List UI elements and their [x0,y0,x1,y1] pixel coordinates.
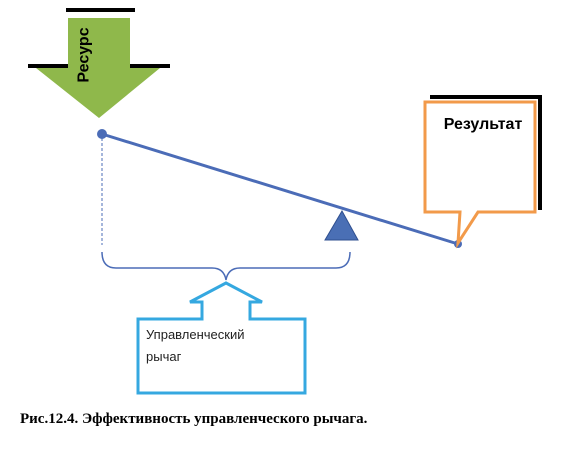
lever-callout [136,281,307,395]
resource-label-text: Ресурс [76,27,93,83]
fulcrum-triangle [324,209,359,241]
lever-resource-point [97,129,107,139]
figure-caption: Рис.12.4. Эффективность управленческого … [20,411,368,427]
lever-beam [101,132,459,246]
result-label: Результат [443,116,523,133]
lever-label: Управленческий рычаг [146,324,296,368]
lever-callout-box [136,281,307,395]
resource-arrow [28,8,170,118]
lever-label-line1: Управленческий [146,327,245,342]
resource-arrow-shape [36,18,160,118]
resource-label: Ресурс [50,20,120,90]
result-callout [423,95,542,249]
result-callout-shadow [430,95,542,210]
lever-label-line2: рычаг [146,349,182,364]
lever-length-brace [101,251,351,281]
result-callout-box [423,100,537,249]
